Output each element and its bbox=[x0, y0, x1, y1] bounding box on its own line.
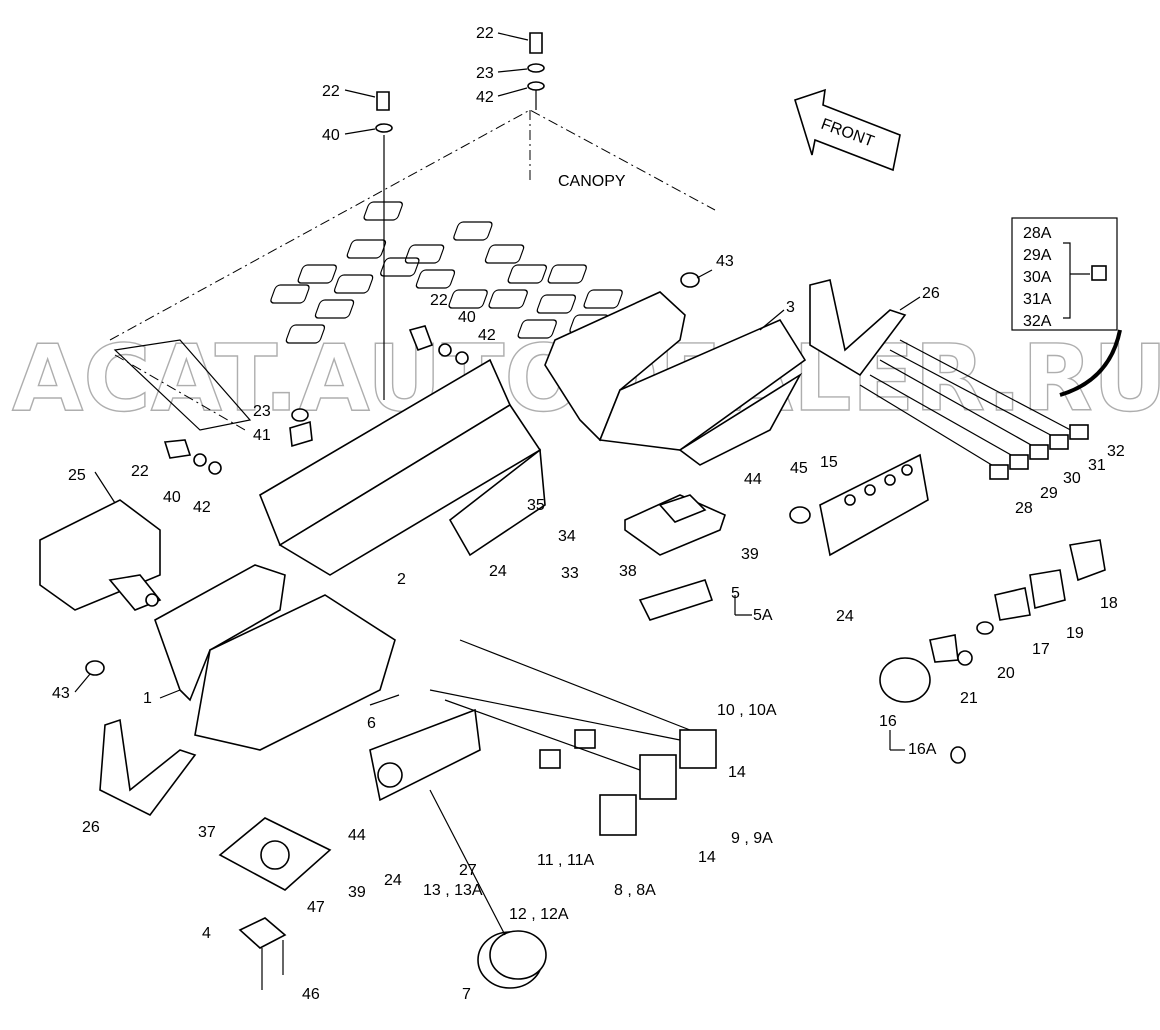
callout: 31 bbox=[1088, 457, 1106, 474]
callout: 22 bbox=[430, 292, 448, 309]
callout: 43 bbox=[716, 253, 734, 270]
callout: 14 bbox=[728, 764, 746, 781]
front-arrow: FRONT bbox=[794, 88, 901, 172]
callout: 19 bbox=[1066, 625, 1084, 642]
callout: 7 bbox=[462, 986, 471, 1003]
callout: 12 , 12A bbox=[509, 906, 569, 923]
inset-label: 32A bbox=[1023, 313, 1052, 330]
callout: 40 bbox=[458, 309, 476, 326]
callout: 42 bbox=[476, 89, 494, 106]
callout: 26 bbox=[82, 819, 100, 836]
callout: 23 bbox=[476, 65, 494, 82]
callout: 3 bbox=[786, 299, 795, 316]
callout: 24 bbox=[384, 872, 402, 889]
inset-label: 28A bbox=[1023, 225, 1052, 242]
callout: 39 bbox=[348, 884, 366, 901]
callout: 39 bbox=[741, 546, 759, 563]
canopy-outline bbox=[109, 109, 716, 431]
inset-label: 29A bbox=[1023, 247, 1052, 264]
callout: 28 bbox=[1015, 500, 1033, 517]
callout: 32 bbox=[1107, 443, 1125, 460]
callout: 44 bbox=[348, 827, 366, 844]
callout: 22 bbox=[131, 463, 149, 480]
callout-labels: 22 23 42 22 40 43 3 26 22 40 42 23 41 22… bbox=[52, 25, 1125, 1003]
callout: 26 bbox=[922, 285, 940, 302]
callout: 27 bbox=[459, 862, 477, 879]
callout: 23 bbox=[253, 403, 271, 420]
callout: 20 bbox=[997, 665, 1015, 682]
callout: 4 bbox=[202, 925, 211, 942]
callout: 8 , 8A bbox=[614, 882, 656, 899]
switches-right bbox=[879, 539, 1106, 764]
inset-box: 28A 29A 30A 31A 32A bbox=[1011, 217, 1122, 397]
callout: 1 bbox=[143, 690, 152, 707]
callout: 42 bbox=[478, 327, 496, 344]
harness-connectors bbox=[859, 339, 1089, 480]
callout: 47 bbox=[307, 899, 325, 916]
callout: 24 bbox=[836, 608, 854, 625]
callout: 5A bbox=[753, 607, 773, 624]
callout: 5 bbox=[731, 585, 740, 602]
leader-lines bbox=[74, 32, 921, 751]
callout: 46 bbox=[302, 986, 320, 1003]
callout: 16 bbox=[879, 713, 897, 730]
callout: 34 bbox=[558, 528, 576, 545]
part-3-console-box bbox=[544, 272, 807, 466]
callout: 15 bbox=[820, 454, 838, 471]
callout: 45 bbox=[790, 460, 808, 477]
callout: 18 bbox=[1100, 595, 1118, 612]
part-6-gauge-panel bbox=[369, 639, 717, 836]
part-2-bracket bbox=[259, 358, 546, 576]
callout: 16A bbox=[908, 741, 937, 758]
part-25-module bbox=[39, 499, 162, 611]
callout: 9 , 9A bbox=[731, 830, 773, 847]
callout: 42 bbox=[193, 499, 211, 516]
callout: 11 , 11A bbox=[537, 852, 595, 869]
callout: 35 bbox=[527, 497, 545, 514]
callout: 24 bbox=[489, 563, 507, 580]
part-7-gauge bbox=[429, 789, 547, 989]
callout: 43 bbox=[52, 685, 70, 702]
callout: 29 bbox=[1040, 485, 1058, 502]
callout: 38 bbox=[619, 563, 637, 580]
part-26-bracket-lower bbox=[99, 718, 197, 817]
inset-label: 30A bbox=[1023, 269, 1052, 286]
callout: 41 bbox=[253, 427, 271, 444]
callout: 33 bbox=[561, 565, 579, 582]
callout: 14 bbox=[698, 849, 716, 866]
callout: 37 bbox=[198, 824, 216, 841]
fasteners-mid bbox=[163, 325, 469, 475]
part-15-switch-panel bbox=[789, 453, 929, 557]
callout: 21 bbox=[960, 690, 978, 707]
canopy-label: CANOPY bbox=[558, 173, 626, 190]
bolt-stack-top bbox=[375, 32, 545, 400]
callout: 22 bbox=[322, 83, 340, 100]
part-1-console-box bbox=[85, 564, 396, 751]
callout: 6 bbox=[367, 715, 376, 732]
callout: 22 bbox=[476, 25, 494, 42]
part-38-bezel bbox=[624, 494, 726, 621]
callout: 2 bbox=[397, 571, 406, 588]
callout: 10 , 10A bbox=[717, 702, 777, 719]
part-37-plate bbox=[218, 817, 332, 990]
callout: 40 bbox=[163, 489, 181, 506]
callout: 13 , 13A bbox=[423, 882, 483, 899]
callout: 17 bbox=[1032, 641, 1050, 658]
inset-label: 31A bbox=[1023, 291, 1052, 308]
callout: 40 bbox=[322, 127, 340, 144]
callout: 25 bbox=[68, 467, 86, 484]
callout: 44 bbox=[744, 471, 762, 488]
part-26-bracket-upper bbox=[809, 279, 907, 377]
callout: 30 bbox=[1063, 470, 1081, 487]
